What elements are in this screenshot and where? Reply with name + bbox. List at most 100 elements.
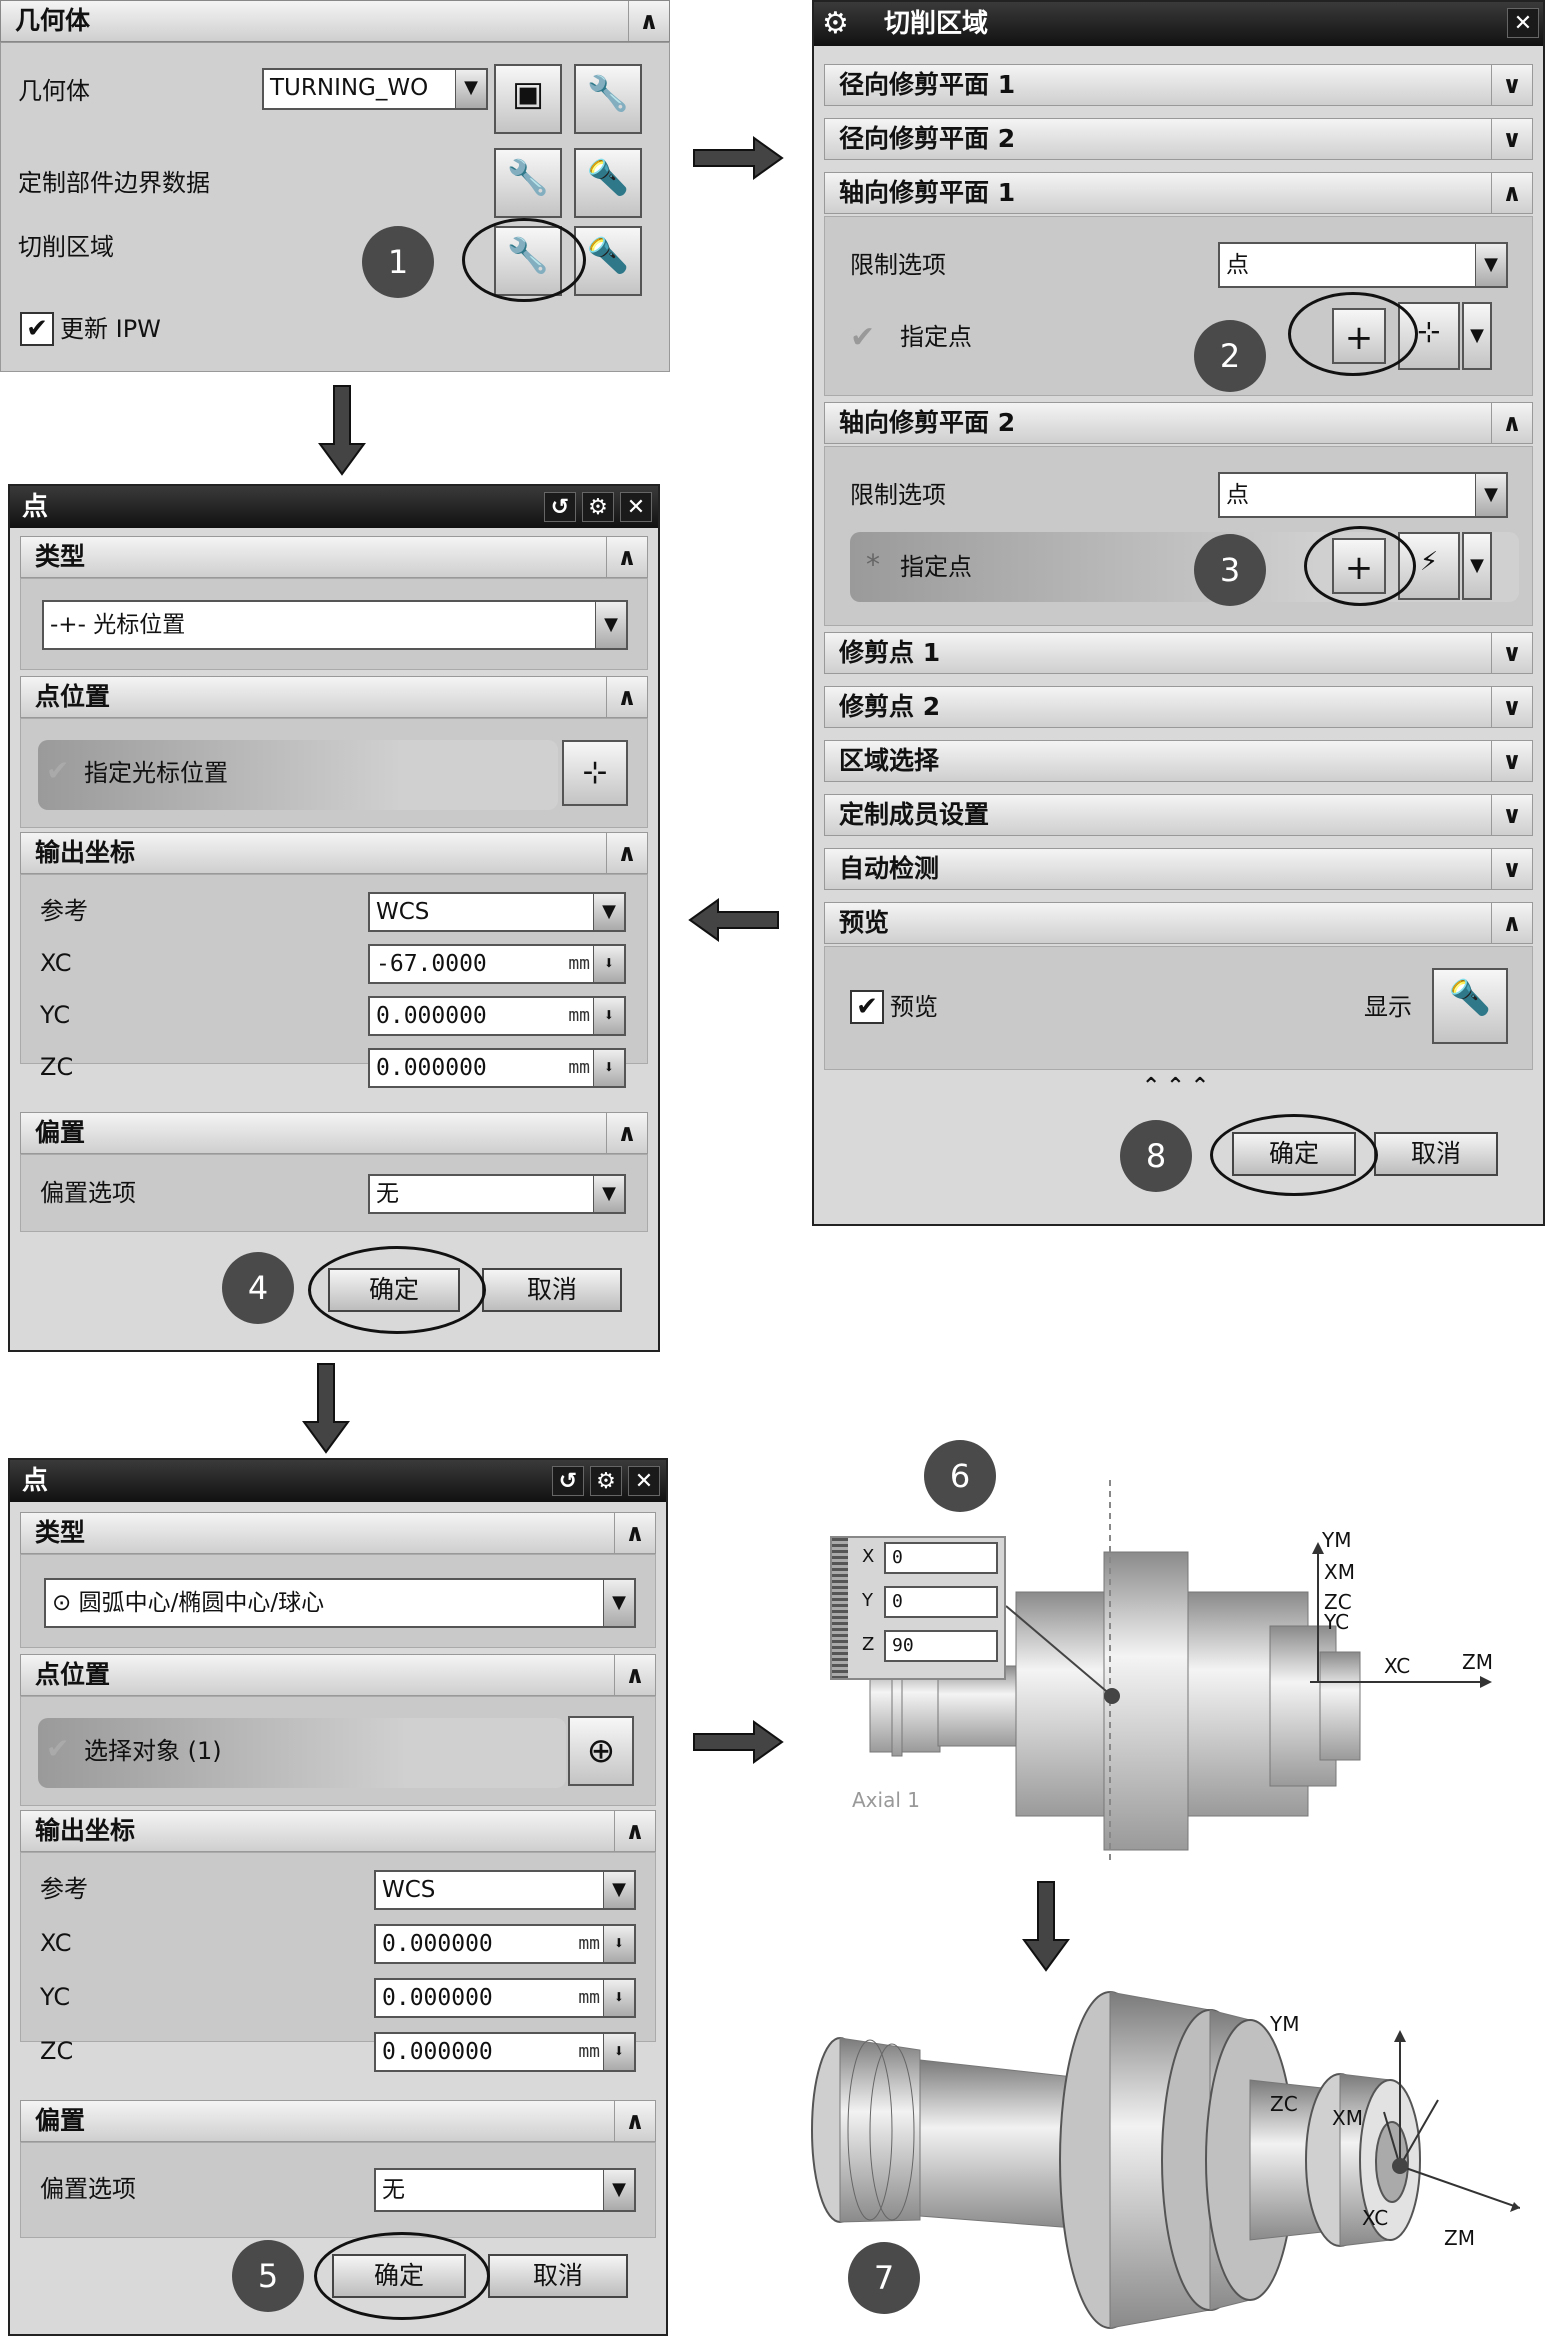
section-trim-1[interactable]: 修剪点 1∨ bbox=[824, 632, 1533, 674]
limit-option-select-1[interactable]: 点 ▼ bbox=[1218, 242, 1508, 288]
custom-boundary-wrench-icon[interactable]: 🔧 bbox=[494, 148, 562, 218]
zc-input[interactable]: 0.000000 mm ⬇ bbox=[374, 2032, 636, 2072]
custom-boundary-flashlight-icon[interactable]: 🔦 bbox=[574, 148, 642, 218]
chevron-down-icon[interactable]: ▼ bbox=[603, 1872, 634, 1908]
offset-section[interactable]: 偏置∧ bbox=[20, 1112, 648, 1154]
chevron-down-icon[interactable]: ∨ bbox=[1491, 795, 1532, 835]
chevron-down-icon[interactable]: ▼ bbox=[455, 70, 486, 108]
section-custom-member[interactable]: 定制成员设置∨ bbox=[824, 794, 1533, 836]
reference-select[interactable]: WCS ▼ bbox=[368, 892, 626, 932]
chevron-up-icon[interactable]: ∧ bbox=[1491, 903, 1532, 943]
chevron-down-icon[interactable]: ▼ bbox=[1475, 474, 1506, 516]
chevron-down-icon[interactable]: ∨ bbox=[1491, 741, 1532, 781]
chevron-down-icon[interactable]: ∨ bbox=[1491, 65, 1532, 105]
type-section[interactable]: 类型 ∧ bbox=[20, 1512, 656, 1554]
viewport-6[interactable]: X 0 Y 0 Z 90 Axial 1 YM XM ZC YC XC ZM 6 bbox=[820, 1420, 1520, 1860]
gear-icon[interactable]: ⚙ bbox=[582, 492, 614, 522]
chevron-up-icon[interactable]: ∧ bbox=[614, 1811, 655, 1851]
output-coords-section[interactable]: 输出坐标∧ bbox=[20, 1810, 656, 1852]
point-dropdown-icon[interactable]: ▼ bbox=[1462, 532, 1492, 600]
xc-input[interactable]: -67.0000 mm ⬇ bbox=[368, 944, 626, 984]
chevron-down-icon[interactable]: ▼ bbox=[603, 1580, 634, 1626]
point-dropdown-icon[interactable]: ▼ bbox=[1462, 302, 1492, 370]
section-axial-1[interactable]: 轴向修剪平面 1∧ bbox=[824, 172, 1533, 214]
offset-option-select[interactable]: 无 ▼ bbox=[374, 2168, 636, 2212]
chevron-up-icon[interactable]: ∧ bbox=[614, 1655, 655, 1695]
section-trim-2[interactable]: 修剪点 2∨ bbox=[824, 686, 1533, 728]
chevron-down-icon[interactable]: ▼ bbox=[1475, 244, 1506, 286]
geometry-select[interactable]: TURNING_WO ▼ bbox=[262, 68, 488, 110]
close-icon[interactable]: ✕ bbox=[628, 1466, 660, 1496]
x-coord-input[interactable]: 0 bbox=[884, 1542, 998, 1574]
limit-option-select-2[interactable]: 点 ▼ bbox=[1218, 472, 1508, 518]
show-flashlight-icon[interactable]: 🔦 bbox=[1432, 968, 1508, 1044]
type-section-label: 类型 bbox=[35, 1518, 86, 1547]
chevron-up-icon[interactable]: ∧ bbox=[614, 2101, 655, 2141]
gear-icon[interactable]: ⚙ bbox=[590, 1466, 622, 1496]
chevron-down-icon[interactable]: ▼ bbox=[593, 894, 624, 930]
type-select[interactable]: ⊙ 圆弧中心/椭圆中心/球心 ▼ bbox=[44, 1578, 636, 1628]
more-options-chevrons-icon[interactable]: ⌃⌃⌃ bbox=[1141, 1074, 1216, 1099]
edit-geometry-wrench-icon[interactable]: 🔧 bbox=[574, 64, 642, 134]
chevron-down-icon[interactable]: ∨ bbox=[1491, 849, 1532, 889]
close-icon[interactable]: ✕ bbox=[1507, 8, 1539, 38]
geometry-header[interactable]: 几何体 ∧ bbox=[0, 0, 670, 42]
down-arrow-icon[interactable]: ⬇ bbox=[593, 998, 624, 1034]
section-radial-1[interactable]: 径向修剪平面 1∨ bbox=[824, 64, 1533, 106]
chevron-up-icon[interactable]: ∧ bbox=[606, 1113, 647, 1153]
section-radial-2[interactable]: 径向修剪平面 2∨ bbox=[824, 118, 1533, 160]
section-region-select[interactable]: 区域选择∨ bbox=[824, 740, 1533, 782]
point-location-section[interactable]: 点位置∧ bbox=[20, 676, 648, 718]
chevron-up-icon[interactable]: ∧ bbox=[1491, 173, 1532, 213]
chevron-up-icon[interactable]: ∧ bbox=[606, 677, 647, 717]
point-location-section[interactable]: 点位置∧ bbox=[20, 1654, 656, 1696]
y-coord-input[interactable]: 0 bbox=[884, 1586, 998, 1618]
down-arrow-icon[interactable]: ⬇ bbox=[603, 1980, 634, 2016]
section-auto-detect[interactable]: 自动检测∨ bbox=[824, 848, 1533, 890]
crosshair-icon[interactable]: ⊕ bbox=[568, 1716, 634, 1786]
section-axial-2[interactable]: 轴向修剪平面 2∧ bbox=[824, 402, 1533, 444]
yc-input[interactable]: 0.000000 mm ⬇ bbox=[374, 1978, 636, 2018]
update-ipw-checkbox[interactable]: ✔ bbox=[20, 312, 54, 346]
section-preview[interactable]: 预览∧ bbox=[824, 902, 1533, 944]
output-coords-section[interactable]: 输出坐标∧ bbox=[20, 832, 648, 874]
chevron-up-icon[interactable]: ∧ bbox=[606, 537, 647, 577]
cut-region-flashlight-icon[interactable]: 🔦 bbox=[574, 226, 642, 296]
down-arrow-icon[interactable]: ⬇ bbox=[593, 946, 624, 982]
cursor-crosshair-icon[interactable]: ⊹ bbox=[562, 740, 628, 806]
offset-option-select[interactable]: 无 ▼ bbox=[368, 1174, 626, 1214]
cancel-button[interactable]: 取消 bbox=[482, 1268, 622, 1312]
chevron-down-icon[interactable]: ▼ bbox=[603, 2170, 634, 2210]
reset-icon[interactable]: ↺ bbox=[544, 492, 576, 522]
chevron-up-icon[interactable]: ∧ bbox=[1491, 403, 1532, 443]
cancel-button[interactable]: 取消 bbox=[488, 2254, 628, 2298]
new-geometry-button[interactable]: ▣ bbox=[494, 64, 562, 134]
chevron-down-icon[interactable]: ∨ bbox=[1491, 633, 1532, 673]
chevron-down-icon[interactable]: ▼ bbox=[593, 1176, 624, 1212]
reference-select[interactable]: WCS ▼ bbox=[374, 1870, 636, 1910]
down-arrow-icon[interactable]: ⬇ bbox=[593, 1050, 624, 1086]
gear-icon[interactable]: ⚙ bbox=[822, 6, 849, 41]
chevron-down-icon[interactable]: ∨ bbox=[1491, 119, 1532, 159]
reset-icon[interactable]: ↺ bbox=[552, 1466, 584, 1496]
down-arrow-icon[interactable]: ⬇ bbox=[603, 2034, 634, 2070]
specify-cursor-row[interactable] bbox=[38, 740, 558, 810]
offset-section[interactable]: 偏置∧ bbox=[20, 2100, 656, 2142]
select-object-row[interactable] bbox=[38, 1718, 566, 1788]
zc-input[interactable]: 0.000000 mm ⬇ bbox=[368, 1048, 626, 1088]
chevron-down-icon[interactable]: ▼ bbox=[595, 602, 626, 648]
chevron-up-icon[interactable]: ∧ bbox=[606, 833, 647, 873]
cancel-button[interactable]: 取消 bbox=[1374, 1132, 1498, 1176]
z-coord-input[interactable]: 90 bbox=[884, 1630, 998, 1662]
chevron-up-icon[interactable]: ∧ bbox=[614, 1513, 655, 1553]
xc-input[interactable]: 0.000000 mm ⬇ bbox=[374, 1924, 636, 1964]
chevron-down-icon[interactable]: ∨ bbox=[1491, 687, 1532, 727]
down-arrow-icon[interactable]: ⬇ bbox=[603, 1926, 634, 1962]
viewport-7[interactable]: YM ZC XM XC ZM 7 bbox=[780, 1980, 1520, 2335]
yc-input[interactable]: 0.000000 mm ⬇ bbox=[368, 996, 626, 1036]
collapse-up-icon[interactable]: ∧ bbox=[628, 1, 669, 41]
type-section[interactable]: 类型∧ bbox=[20, 536, 648, 578]
type-select[interactable]: -+- 光标位置 ▼ bbox=[42, 600, 628, 650]
close-icon[interactable]: ✕ bbox=[620, 492, 652, 522]
preview-checkbox[interactable]: ✔ bbox=[850, 990, 884, 1024]
